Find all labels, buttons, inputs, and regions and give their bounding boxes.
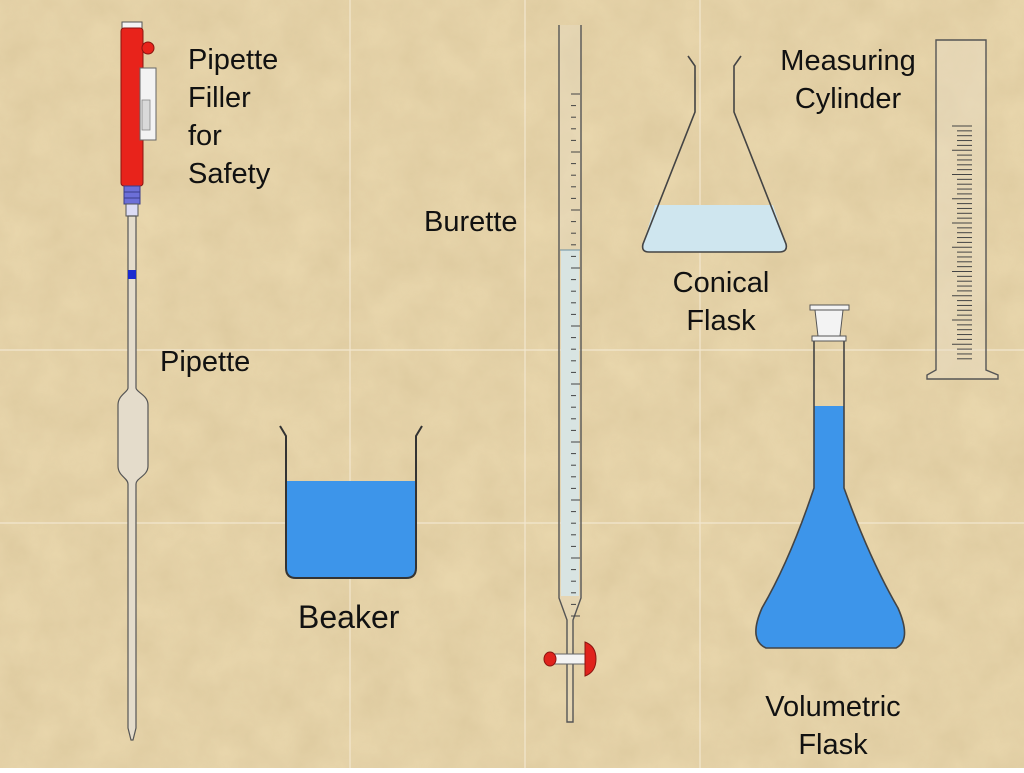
volumetric-flask-label-line: Flask [798,729,868,761]
cylinder-graduations [952,125,972,360]
measuring-cylinder-label-line: Cylinder [794,83,902,115]
volumetric-flask-label: Volumetric Flask [752,688,914,764]
conical-flask-label-line: Flask [686,305,756,337]
burette-label-text: Burette [424,206,518,238]
burette-label: Burette [424,203,518,241]
conical-flask-label-line: Conical [672,267,770,299]
conical-flask [641,55,788,253]
volumetric-flask [755,304,906,649]
beaker-label: Beaker [298,598,399,636]
burette-graduations [571,93,580,617]
volumetric-flask-label-line: Volumetric [765,691,901,723]
measuring-cylinder-label: Measuring Cylinder [770,42,926,118]
pipette [117,215,149,741]
burette [543,25,597,723]
pipette-filler-label: Pipette Filler for Safety [188,41,278,193]
pipette-filler-label-line: Pipette [188,44,279,76]
pipette-filler-label-line: Filler [188,82,251,114]
pipette-label-text: Pipette [160,346,251,378]
measuring-cylinder-label-line: Measuring [780,45,916,77]
beaker [279,425,423,579]
measuring-cylinder [926,39,999,380]
conical-flask-label: Conical Flask [660,264,782,340]
pipette-label: Pipette [160,343,250,381]
beaker-label-text: Beaker [298,599,400,635]
pipette-filler-label-line: for [188,120,222,152]
pipette-filler-label-line: Safety [188,158,271,190]
pipette-filler [120,21,157,217]
